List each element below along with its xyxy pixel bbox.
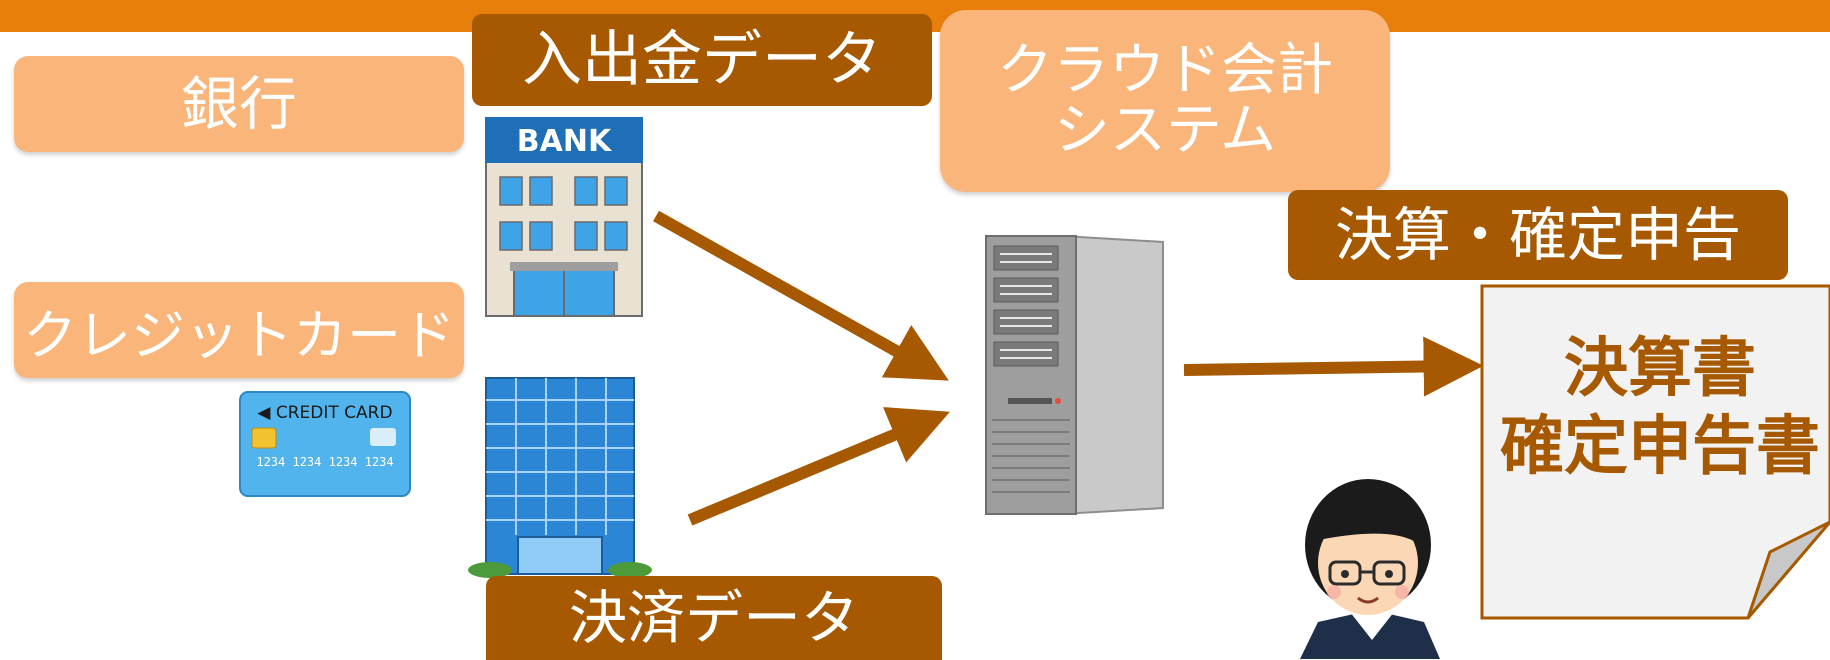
arrow-card-to-server xyxy=(687,407,950,526)
arrow-server-to-document xyxy=(1183,336,1484,397)
document-title-line2: 確定申告書 xyxy=(1500,410,1820,485)
office-building-icon xyxy=(468,377,652,578)
cloud-accounting-label-line1: クラウド会計 xyxy=(997,37,1333,103)
bank-building-icon: BANK xyxy=(485,117,643,317)
document-title-line1: 決算書 xyxy=(1564,332,1756,406)
deposit-withdrawal-data-tag: 入出金データ xyxy=(472,14,932,106)
card-number-text: 1234 1234 1234 1234 xyxy=(256,455,393,469)
credit-card-icon: ◀ CREDIT CARD 1234 1234 1234 1234 xyxy=(239,391,411,497)
accountant-person-icon xyxy=(1300,479,1440,659)
bank-label: 銀行 xyxy=(14,56,464,152)
server-icon xyxy=(985,234,1164,516)
arrow-bank-to-server xyxy=(653,210,949,381)
cloud-accounting-label-line2: システム xyxy=(1053,98,1277,163)
settlement-data-tag: 決済データ xyxy=(486,576,942,660)
bank-sign-text: BANK xyxy=(517,124,613,159)
cloud-accounting-label: クラウド会計 システム xyxy=(940,10,1390,192)
closing-tax-return-tag: 決算・確定申告 xyxy=(1288,190,1788,280)
document-title: 決算書 確定申告書 xyxy=(1490,330,1830,486)
card-brand-text: ◀ CREDIT CARD xyxy=(257,403,392,423)
credit-card-label: クレジットカード xyxy=(14,282,464,378)
document-icon xyxy=(1480,284,1830,620)
